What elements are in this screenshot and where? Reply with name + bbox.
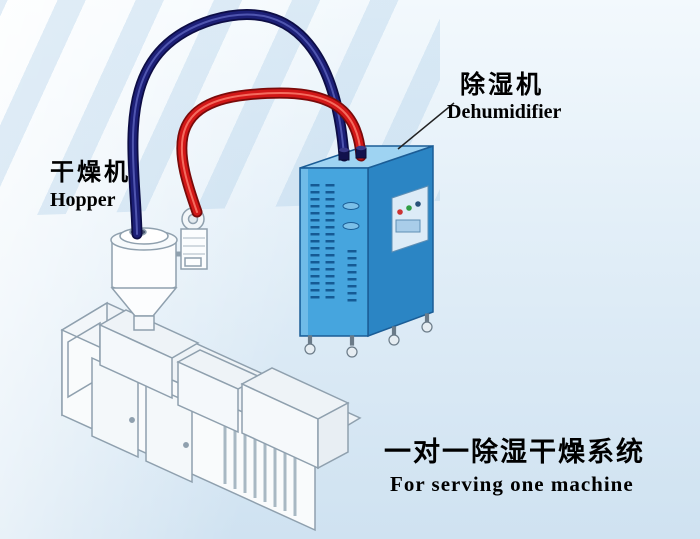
panel-green-button [406,205,412,211]
pedestal-front [99,323,173,400]
fitting-red-top [356,145,366,151]
blue-hose-highlight [131,13,345,235]
cabinet-oval-slot [342,222,360,230]
gearbox-front [177,360,239,434]
dehumidifier-leader-line [397,102,455,150]
blower-ribs [183,237,205,255]
fitting-blue-top [339,147,349,153]
cabinet-casters [304,313,433,358]
dehumidifier-cabinet [299,144,434,358]
blower-base [184,257,202,267]
machine-vent-grille [223,422,297,516]
red-hose-highlight [180,91,362,213]
dehumidifier-label-en: Dehumidifier [447,101,562,123]
return-air-hose-blue [127,9,350,240]
hopper-dryer [110,227,184,331]
control-panel [391,185,429,253]
dehumidifier-label-cn: 除湿机 [460,72,545,99]
hopper-blower [180,207,208,270]
system-caption-cn: 一对一除湿干燥系统 [384,437,645,467]
panel-display [395,219,421,233]
dry-air-hose-red [176,87,367,218]
panel-red-button [397,209,403,215]
cabinet-louver-vents [310,184,357,302]
door-handle [129,417,135,423]
door-handle [183,442,189,448]
cabinet-hose-fittings [338,145,367,161]
hopper-label-en: Hopper [50,189,116,211]
headbox-side [317,401,349,470]
system-caption-en: For serving one machine [390,472,634,496]
cabinet-front-highlight [301,169,308,335]
hopper-neck [133,315,155,331]
extruder-machine [60,301,362,532]
cabinet-oval-slot [342,202,360,210]
cabinet-front-face [299,167,369,337]
panel-dark-button [415,201,421,207]
machine-door-right [145,381,193,484]
hopper-label-cn: 干燥机 [50,160,131,186]
